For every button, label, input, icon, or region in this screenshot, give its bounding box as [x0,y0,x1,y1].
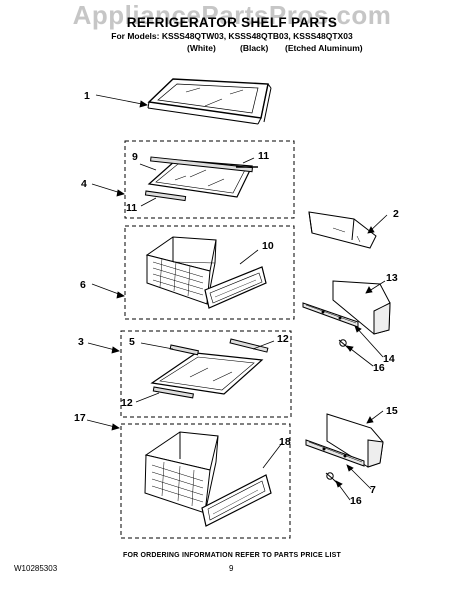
page-number: 9 [229,564,234,573]
page-title: REFRIGERATOR SHELF PARTS [126,15,338,30]
models-line: For Models: KSSS48QTW03, KSSS48QTB03, KS… [111,31,353,41]
document-number: W10285303 [14,564,58,573]
callout-6: 6 [80,279,86,291]
part-17-group-box [120,423,291,539]
part-10-drawer-front [204,266,267,309]
ordering-note: FOR ORDERING INFORMATION REFER TO PARTS … [122,552,342,559]
part-3-glass-shelf [150,338,269,399]
callout-9: 9 [132,151,138,163]
part-3-group-box [120,330,292,418]
part-7-slide-rail [305,439,365,467]
finish-etched-aluminum: (Etched Aluminum) [285,43,363,53]
callout-11-bottom: 11 [126,202,138,214]
callout-13: 13 [386,272,398,284]
part-4-glass-shelf [144,156,258,202]
part-18-drawer-front [201,474,272,527]
watermark: AppliancePartsPros.com [72,0,392,30]
part-14-slide-rail [302,302,359,328]
finish-black: (Black) [240,43,269,53]
leader-lines [86,94,388,501]
callout-12-top: 12 [277,333,289,345]
callout-17: 17 [74,412,86,424]
callout-3: 3 [78,336,84,348]
part-1-glass-shelf-assembly [147,78,272,125]
callout-11-top: 11 [258,150,270,162]
callout-16-upper: 16 [373,362,385,374]
callout-18: 18 [279,436,291,448]
callout-15: 15 [386,405,398,417]
part-6-crisper-drawer [145,236,217,305]
callout-5: 5 [129,336,135,348]
part-15-slide-rail-cover [326,413,384,468]
callout-4: 4 [81,178,87,190]
callout-1: 1 [84,90,90,102]
part-6-group-box [124,225,295,320]
callout-14: 14 [383,353,395,365]
part-17-deli-drawer [144,431,219,514]
callout-2: 2 [393,208,399,220]
part-4-group-box [124,140,295,219]
part-2-bracket [308,211,377,249]
part-13-slide-rail-cover [332,280,391,335]
callout-16-lower: 16 [350,495,362,507]
callout-12-bottom: 12 [121,397,133,409]
callout-10: 10 [262,240,274,252]
finish-white: (White) [187,43,216,53]
callout-7: 7 [370,484,376,496]
